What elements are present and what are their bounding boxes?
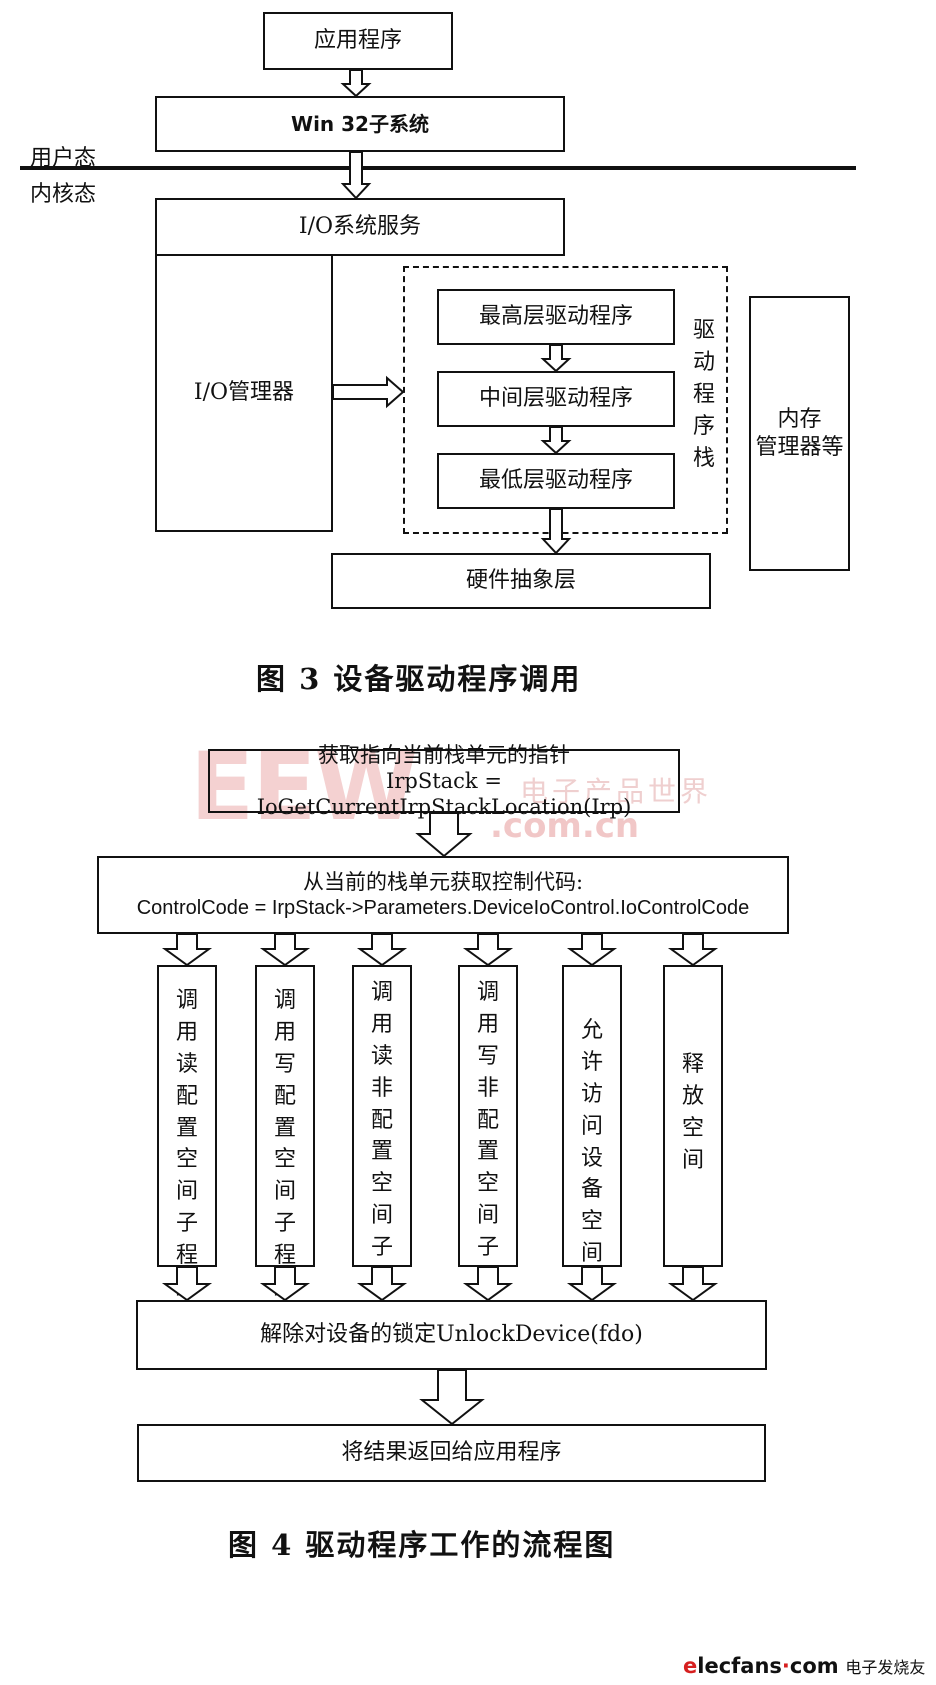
watermark-cn-text: 电子产品世界 <box>520 775 713 808</box>
kernel-mode-label: 内核态 <box>30 182 97 207</box>
win32-label: Win 32子系统 <box>291 111 429 136</box>
figure3-caption: 图 3 设备驱动程序调用 <box>256 662 582 696</box>
app-box: 应用程序 <box>263 12 453 70</box>
arrow-code-to-branch-5 <box>566 933 618 967</box>
branch-box-5: 允许访问设备空间 <box>562 965 622 1267</box>
mid-driver-label: 中间层驱动程序 <box>478 386 633 412</box>
arrow-branch-to-unlock-3 <box>356 1266 408 1302</box>
io-services-box: I/O系统服务 <box>155 198 565 256</box>
memory-manager-box: 内存 管理器等 <box>749 296 850 571</box>
io-manager-label: I/O管理器 <box>193 380 295 406</box>
return-box: 将结果返回给应用程序 <box>137 1424 766 1482</box>
io-services-label: I/O系统服务 <box>298 214 422 240</box>
arrow-low-to-hal <box>540 508 572 555</box>
branch-label-4: 调用写非配置空间子程序 <box>476 980 499 1324</box>
memory-manager-label-1: 内存 <box>777 407 822 432</box>
branch-label-2: 调用写配置空间子程序 <box>273 988 296 1300</box>
elecfans-logo: elecfans·com 电子发烧友 <box>683 1654 926 1678</box>
memory-manager-label-2: 管理器等 <box>755 434 844 460</box>
get-code-text-2: ControlCode = IrpStack->Parameters.Devic… <box>136 896 750 919</box>
branch-box-4: 调用写非配置空间子程序 <box>458 965 518 1324</box>
get-code-box: 从当前的栈单元获取控制代码: ControlCode = IrpStack->P… <box>97 856 789 934</box>
io-manager-box: I/O管理器 <box>155 254 333 532</box>
arrow-top-to-mid <box>540 344 572 373</box>
unlock-label: 解除对设备的锁定UnlockDevice(fdo) <box>260 1322 643 1348</box>
hal-label: 硬件抽象层 <box>465 568 576 594</box>
arrow-io-manager-to-stack <box>332 375 405 409</box>
driver-stack-frame <box>403 266 728 534</box>
arrow-pointer-to-code <box>415 812 473 858</box>
arrow-code-to-branch-4 <box>462 933 514 967</box>
low-driver-label: 最低层驱动程序 <box>478 468 633 494</box>
arrow-branch-to-unlock-4 <box>462 1266 514 1302</box>
branch-box-2: 调用写配置空间子程序 <box>255 965 315 1300</box>
arrow-branch-to-unlock-5 <box>566 1266 618 1302</box>
arrow-branch-to-unlock-6 <box>667 1266 719 1302</box>
top-driver-label: 最高层驱动程序 <box>478 304 633 330</box>
arrow-code-to-branch-1 <box>161 933 213 967</box>
arrow-branch-to-unlock-1 <box>161 1266 213 1302</box>
branch-label-6: 释放空间 <box>681 1052 704 1173</box>
app-label: 应用程序 <box>313 28 402 54</box>
arrow-code-to-branch-6 <box>667 933 719 967</box>
arrow-unlock-to-return <box>419 1369 485 1426</box>
branch-label-1: 调用读配置空间子程序 <box>175 988 198 1300</box>
get-pointer-text-1: 获取指向当前栈单元的指针 <box>318 742 570 767</box>
driver-stack-label: 驱动程序栈 <box>692 318 715 471</box>
mid-driver-box: 中间层驱动程序 <box>437 371 675 427</box>
arrow-mid-to-low <box>540 426 572 455</box>
branch-label-5: 允许访问设备空间 <box>580 1018 603 1267</box>
get-code-text-1: 从当前的栈单元获取控制代码: <box>302 870 584 895</box>
watermark-logo: EEW <box>190 733 418 842</box>
figure4-caption: 图 4 驱动程序工作的流程图 <box>228 1528 616 1562</box>
hal-box: 硬件抽象层 <box>331 553 711 609</box>
arrow-branch-to-unlock-2 <box>259 1266 311 1302</box>
user-kernel-divider <box>20 166 856 170</box>
arrow-code-to-branch-2 <box>259 933 311 967</box>
arrow-app-to-win32 <box>340 69 372 98</box>
return-label: 将结果返回给应用程序 <box>341 1440 562 1466</box>
arrow-code-to-branch-3 <box>356 933 408 967</box>
unlock-box: 解除对设备的锁定UnlockDevice(fdo) <box>136 1300 767 1370</box>
arrow-win32-to-io <box>340 151 372 200</box>
